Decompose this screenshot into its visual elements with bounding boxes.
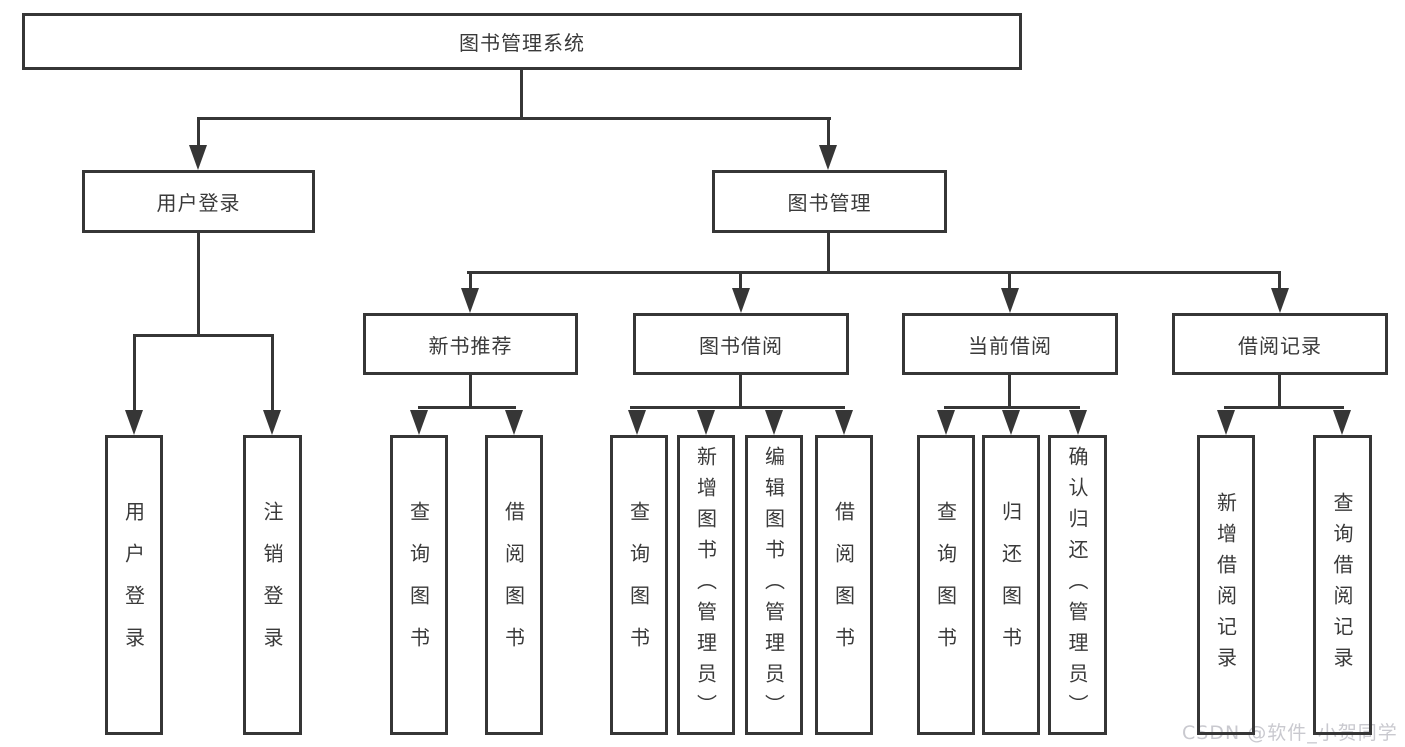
connector-root-stem (520, 70, 523, 118)
connector-drop-borrowing-records (1278, 271, 1281, 291)
arrow-to-leaf-query-books-1 (410, 410, 428, 435)
arrow-to-current-borrowing (1001, 288, 1019, 313)
leaf-logout: 注销登录 (243, 435, 302, 735)
arrow-to-leaf-edit-books (765, 410, 783, 435)
node-book-borrowing: 图书借阅 (633, 313, 849, 375)
leaf-confirm-return-admin: 确认归还（管理员） (1048, 435, 1107, 735)
connector-book-management-bar (467, 271, 1281, 274)
connector-book-management-stem (827, 233, 830, 273)
leaf-add-borrow-record: 新增借阅记录 (1197, 435, 1255, 735)
arrow-to-leaf-user-login (125, 410, 143, 435)
connector-drop-book-borrowing (739, 271, 742, 291)
connector-drop-leaf-user-login (133, 334, 136, 412)
connector-drop-user-login (197, 117, 200, 147)
leaf-edit-books-admin: 编辑图书（管理员） (745, 435, 803, 735)
arrow-to-borrowing-records (1271, 288, 1289, 313)
connector-current-borrowing-stem (1008, 375, 1011, 409)
arrow-to-leaf-return-books (1002, 410, 1020, 435)
connector-root-bar (197, 117, 831, 120)
node-user-login: 用户登录 (82, 170, 315, 233)
arrow-to-leaf-borrow-books-1 (505, 410, 523, 435)
arrow-to-book-borrowing (732, 288, 750, 313)
leaf-return-books: 归还图书 (982, 435, 1040, 735)
csdn-watermark: CSDN @软件_小贺同学 (1182, 722, 1398, 744)
connector-new-book-stem (469, 375, 472, 409)
leaf-add-books-admin: 新增图书（管理员） (677, 435, 735, 735)
node-current-borrowing: 当前借阅 (902, 313, 1118, 375)
connector-book-borrowing-bar (630, 406, 845, 409)
connector-drop-current-borrowing (1008, 271, 1011, 291)
connector-new-book-bar (418, 406, 516, 409)
arrow-to-leaf-borrow-books-2 (835, 410, 853, 435)
leaf-borrow-books-2: 借阅图书 (815, 435, 873, 735)
leaf-query-borrow-record: 查询借阅记录 (1313, 435, 1372, 735)
connector-drop-book-management (827, 117, 830, 147)
arrow-to-leaf-logout (263, 410, 281, 435)
arrow-to-leaf-confirm-return (1069, 410, 1087, 435)
leaf-query-books-1: 查询图书 (390, 435, 448, 735)
node-book-management: 图书管理 (712, 170, 947, 233)
leaf-query-books-2: 查询图书 (610, 435, 668, 735)
connector-user-login-bar (133, 334, 274, 337)
node-library-management-system: 图书管理系统 (22, 13, 1022, 70)
arrow-to-new-book (461, 288, 479, 313)
arrow-to-leaf-add-books (697, 410, 715, 435)
arrow-to-user-login (189, 145, 207, 170)
connector-borrowing-records-stem (1278, 375, 1281, 409)
connector-borrowing-records-bar (1224, 406, 1344, 409)
leaf-borrow-books-1: 借阅图书 (485, 435, 543, 735)
connector-user-login-stem (197, 233, 200, 336)
arrow-to-leaf-query-books-3 (937, 410, 955, 435)
node-new-book-recommendation: 新书推荐 (363, 313, 578, 375)
connector-current-borrowing-bar (944, 406, 1080, 409)
node-borrowing-records: 借阅记录 (1172, 313, 1388, 375)
connector-drop-new-book (469, 271, 472, 291)
arrow-to-leaf-add-borrow-record (1217, 410, 1235, 435)
arrow-to-leaf-query-books-2 (628, 410, 646, 435)
connector-book-borrowing-stem (739, 375, 742, 409)
arrow-to-leaf-query-borrow-record (1333, 410, 1351, 435)
leaf-user-login: 用户登录 (105, 435, 163, 735)
arrow-to-book-management (819, 145, 837, 170)
leaf-query-books-3: 查询图书 (917, 435, 975, 735)
connector-drop-leaf-logout (271, 334, 274, 412)
